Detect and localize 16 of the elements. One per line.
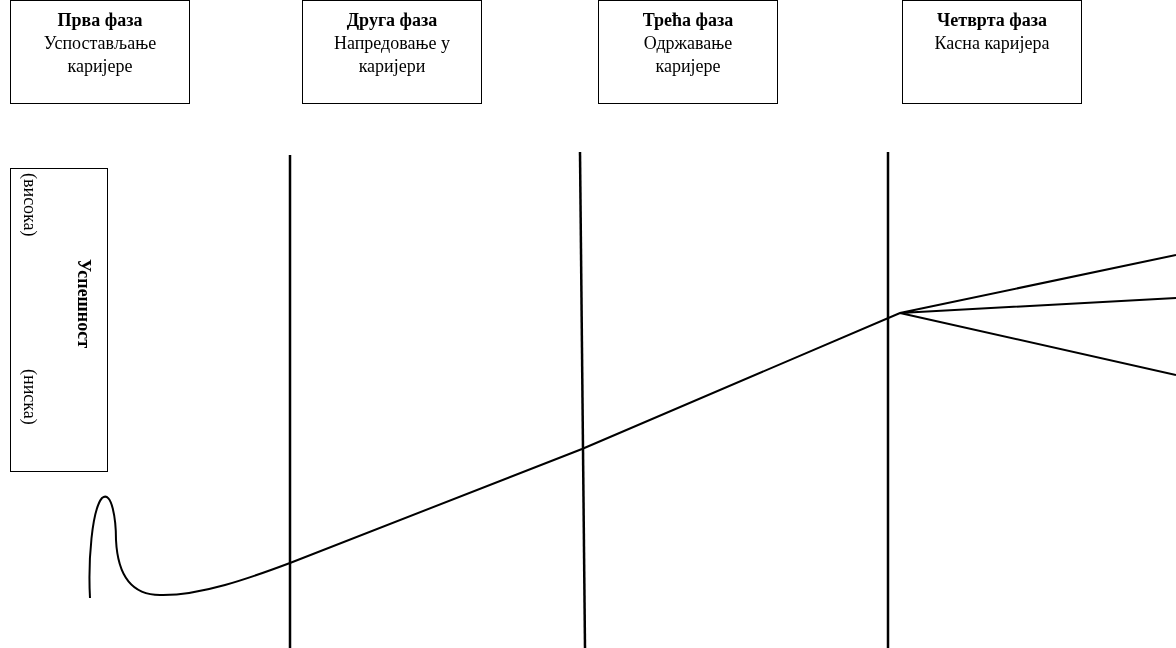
axis-level-label: (ниска) xyxy=(19,369,41,425)
phase-description: Напредовање у каријери xyxy=(332,32,452,78)
phase-box xyxy=(598,0,778,104)
phase-title: Четврта фаза xyxy=(936,9,1048,32)
phase-box xyxy=(902,0,1082,104)
axis-level-label: (висока) xyxy=(19,173,41,237)
phase-title: Трећа фаза xyxy=(641,9,735,32)
phase-box xyxy=(10,0,190,104)
phase-box xyxy=(302,0,482,104)
phase-title: Прва фаза xyxy=(56,9,144,32)
phase-description: Успостављање каријере xyxy=(42,32,158,78)
axis-title: Успешност xyxy=(73,259,95,348)
phase-description: Одржавање каријере xyxy=(642,32,734,78)
phase-description: Касна каријера xyxy=(933,32,1051,55)
phase-title: Друга фаза xyxy=(345,9,439,32)
axis-label-box xyxy=(10,168,108,472)
